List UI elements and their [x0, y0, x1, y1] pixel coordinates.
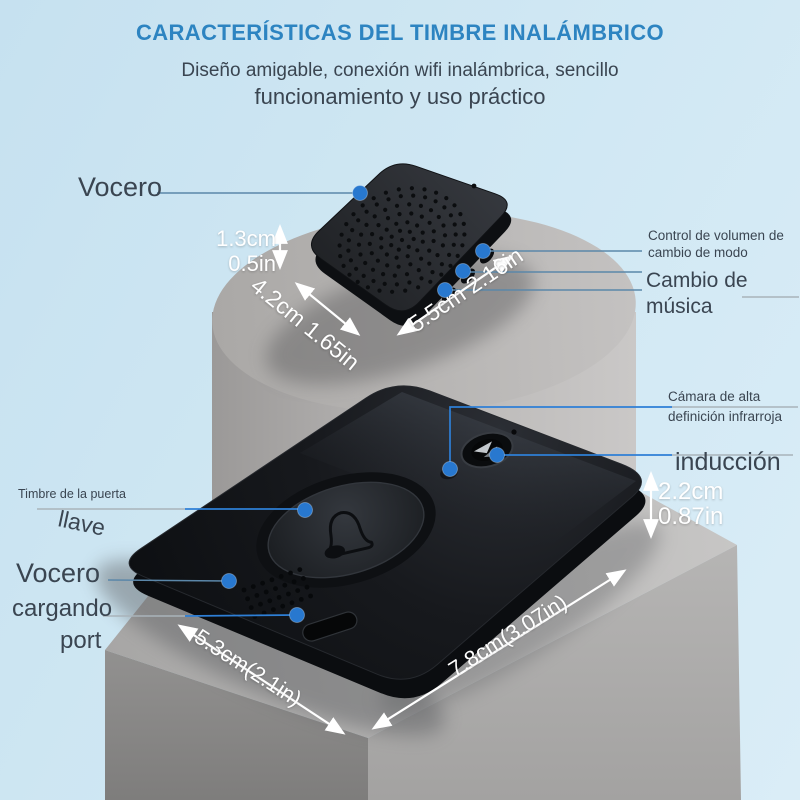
- chime-button-dot-2: [455, 263, 471, 279]
- chime-depth-arrow: [294, 282, 361, 336]
- chime-speaker-grille: [337, 186, 467, 294]
- chime-width-arrow: [396, 255, 514, 336]
- chime-button-dot-1: [475, 243, 491, 259]
- doorbell-speaker-grille: [241, 567, 313, 619]
- chime-speaker-dot: [352, 185, 368, 201]
- bell-icon: [324, 511, 374, 559]
- chime-mic-hole: [471, 183, 477, 189]
- dimension-arrows: [177, 224, 659, 735]
- camera-dot: [489, 447, 505, 463]
- doorbell-camera-panel: [300, 392, 636, 549]
- ir-sensor-dot: [442, 461, 458, 477]
- doorbell-indicator-hole: [511, 429, 517, 435]
- chime-button-dot-3: [437, 282, 453, 298]
- charging-port-dot: [289, 607, 305, 623]
- marker-dots: [221, 185, 505, 623]
- bell-button-dot: [297, 502, 313, 518]
- doorbell-length-arrow: [371, 569, 627, 730]
- chime-device: [310, 163, 512, 326]
- camera-lens-reflection: [473, 441, 492, 454]
- doorbell-speaker-dot: [221, 573, 237, 589]
- doorbell-width-arrow: [177, 624, 346, 735]
